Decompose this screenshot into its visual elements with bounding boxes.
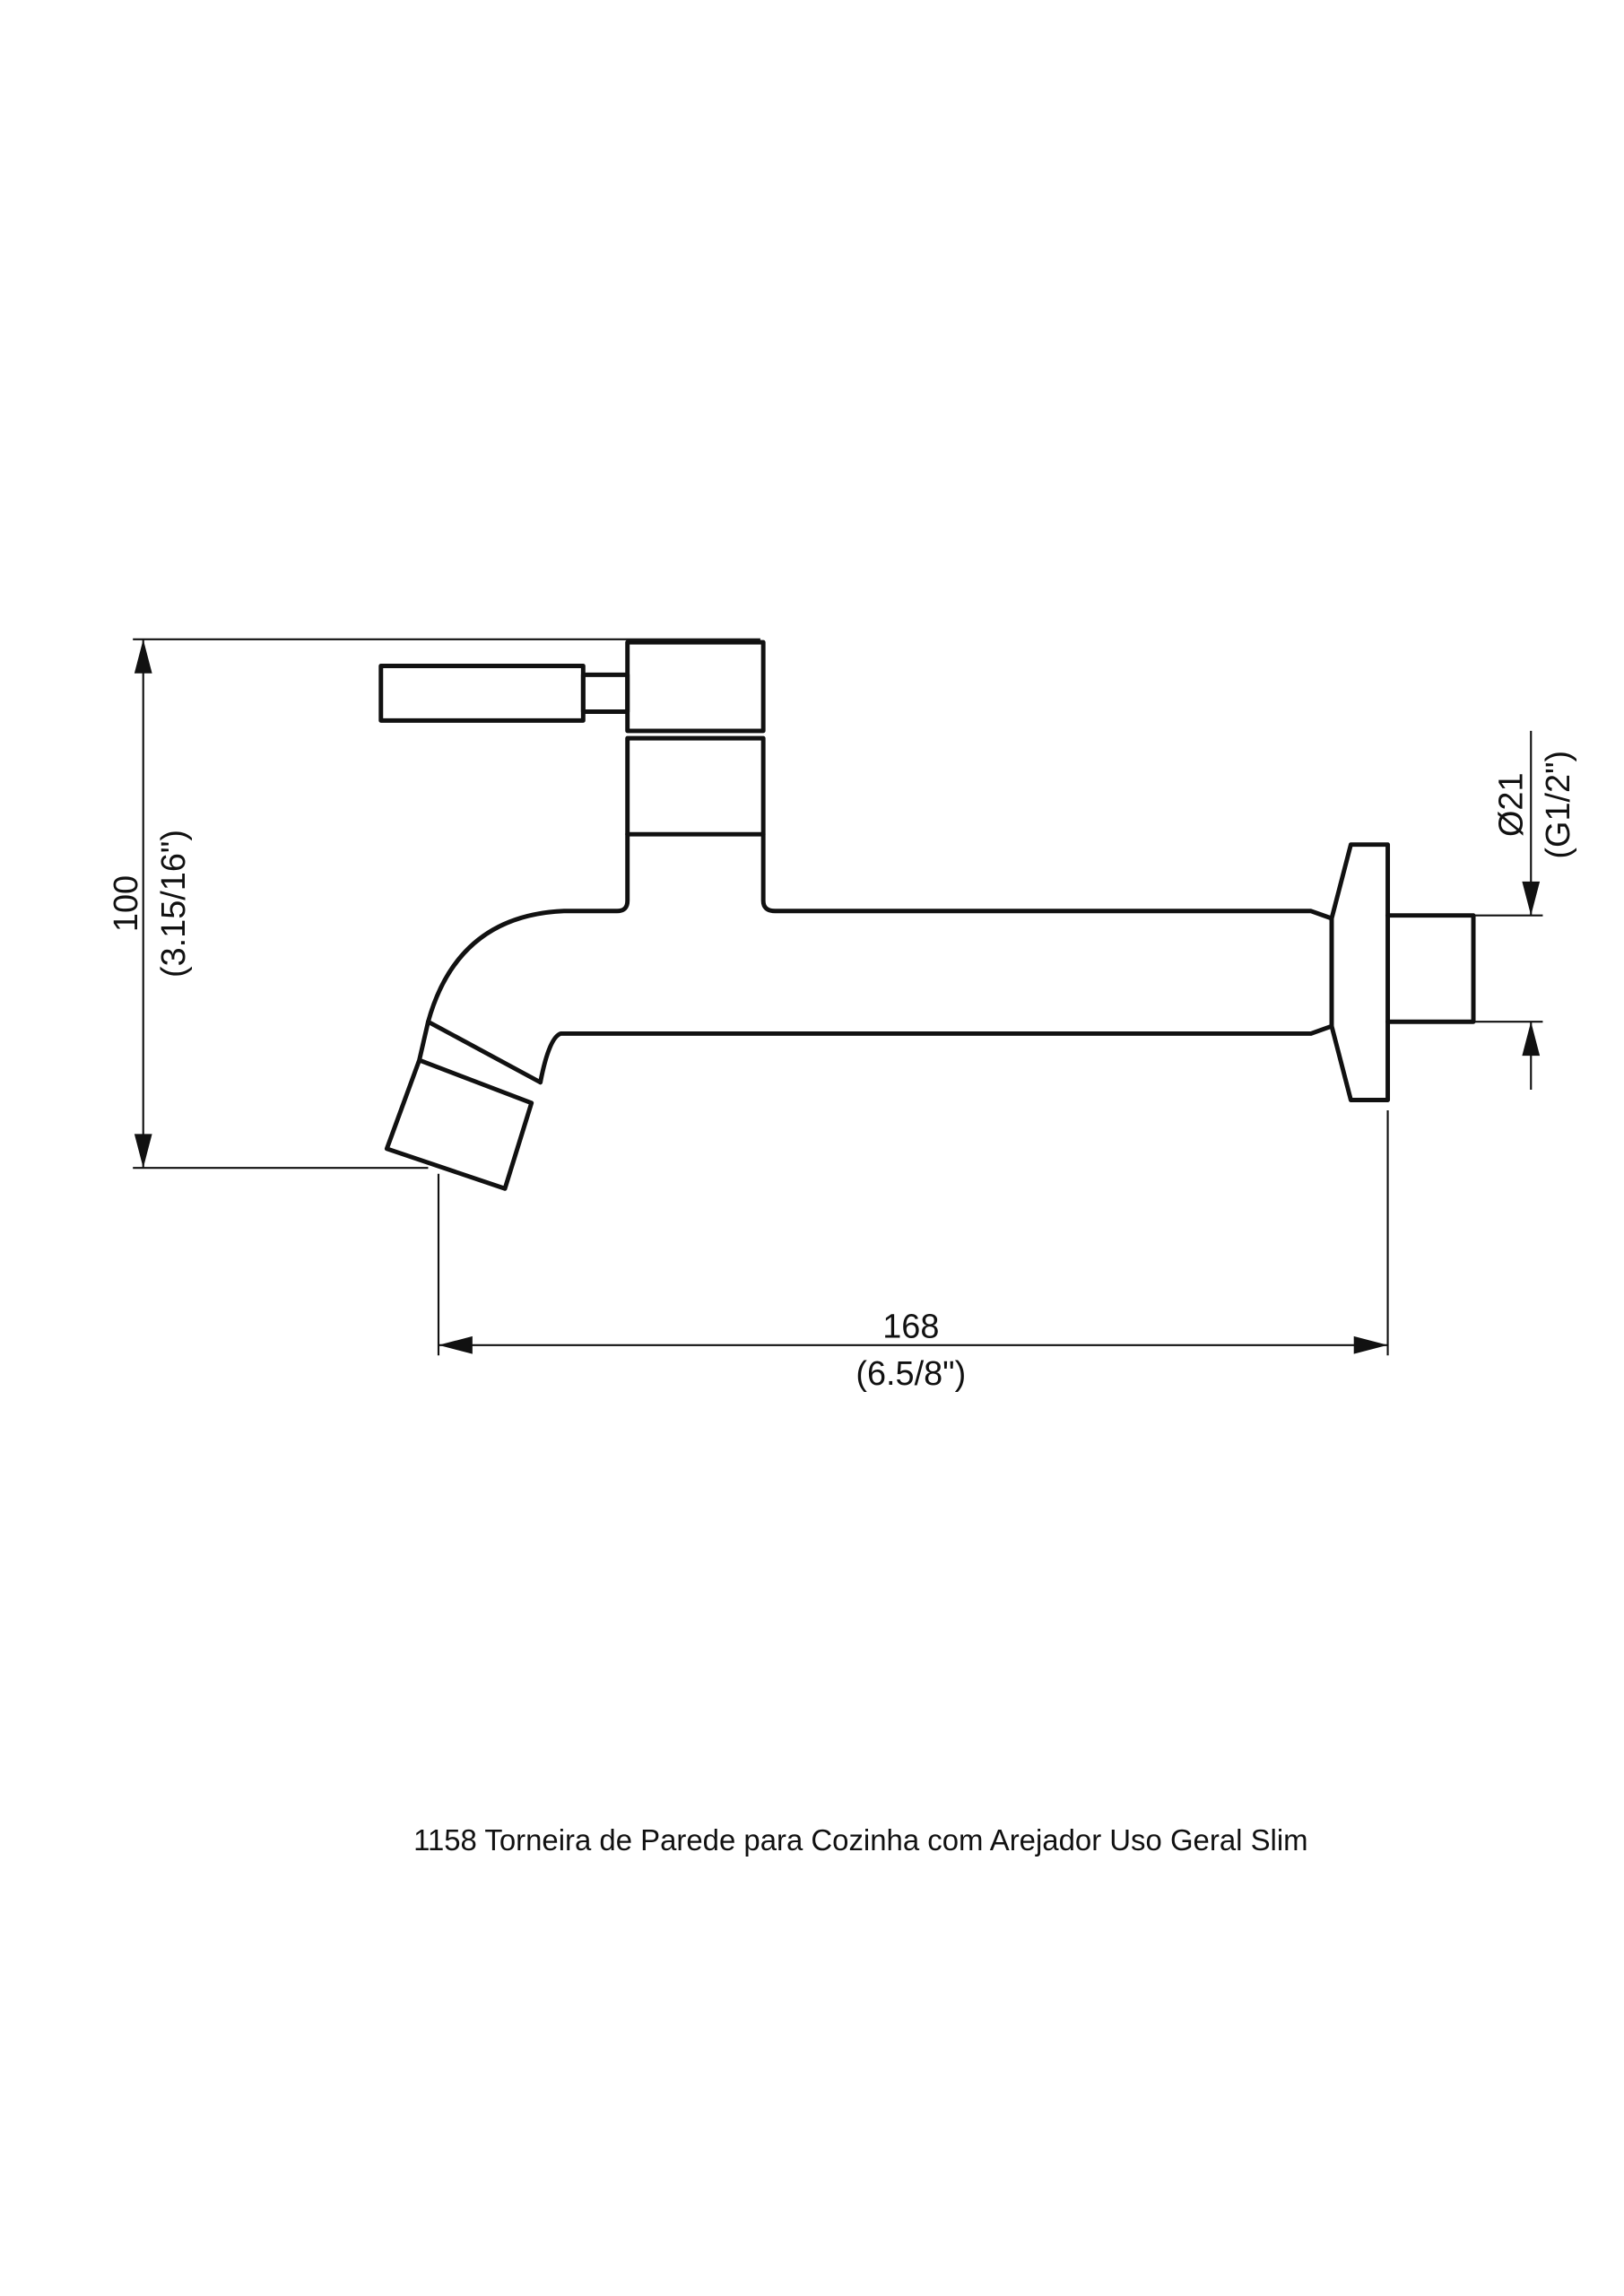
length-value: 168 <box>882 1309 939 1346</box>
drawing-caption: 1158 Torneira de Parede para Cozinha com… <box>413 1823 1307 1857</box>
inlet-connector <box>1385 913 1476 1024</box>
height-value: 100 <box>108 875 145 932</box>
arrow-up-icon <box>134 639 152 674</box>
connection-dimension: Ø21 (G1/2") <box>1473 730 1577 1090</box>
arrow-right-icon <box>1353 1335 1388 1354</box>
handle-stem <box>580 672 630 714</box>
height-inch: (3.15/16") <box>155 830 193 978</box>
connection-thread: (G1/2") <box>1540 751 1577 859</box>
spout-body <box>425 831 1334 1085</box>
arrow-up-icon <box>1522 1022 1541 1057</box>
height-dimension: 100 (3.15/16") <box>108 638 760 1170</box>
handle-lever <box>378 664 586 723</box>
arrow-down-icon <box>134 1134 152 1169</box>
aerator <box>384 1019 543 1191</box>
valve-collar <box>625 735 766 837</box>
arrow-left-icon <box>438 1335 473 1354</box>
valve-head <box>625 639 766 734</box>
arrow-down-icon <box>1522 881 1541 916</box>
length-dimension: 168 (6.5/8") <box>437 1110 1389 1393</box>
wall-flange <box>1329 842 1391 1102</box>
connection-value: Ø21 <box>1492 772 1530 837</box>
length-inch: (6.5/8") <box>855 1355 966 1393</box>
faucet-outline <box>378 639 1476 1191</box>
